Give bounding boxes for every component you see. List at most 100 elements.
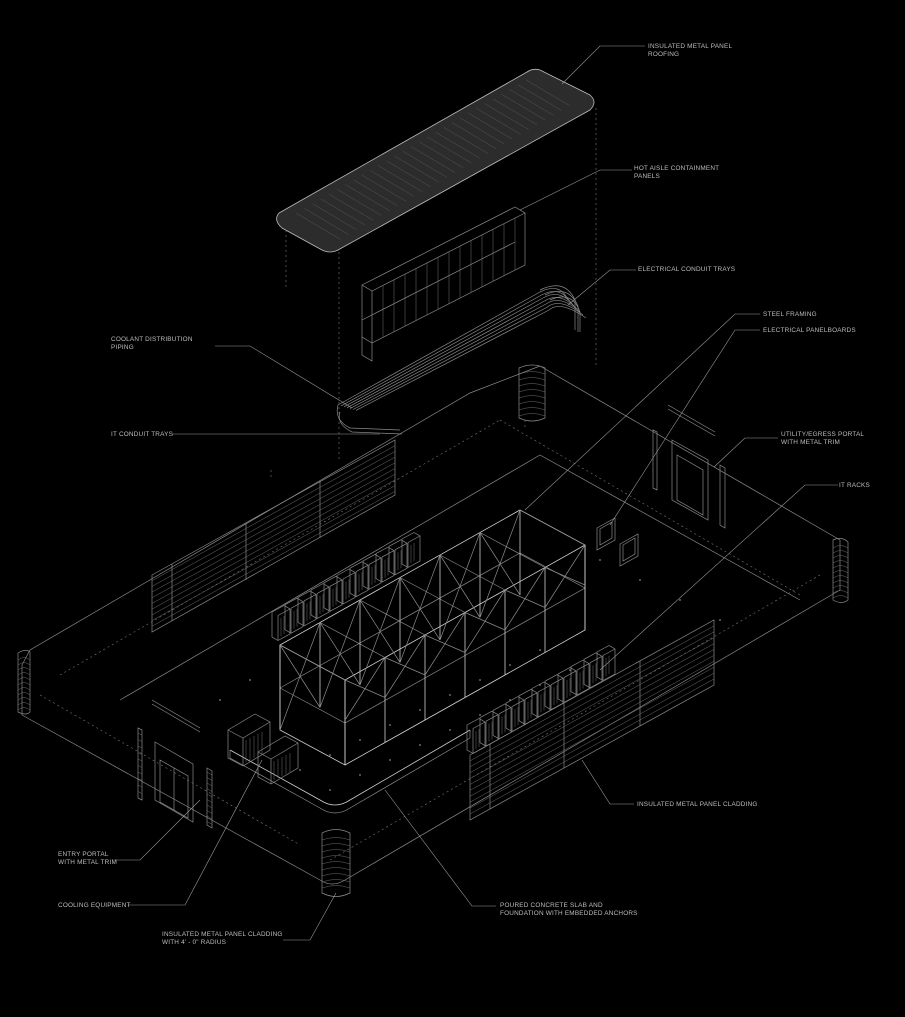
path-stroke xyxy=(479,710,499,747)
anchor-dot xyxy=(359,739,361,741)
path-stroke xyxy=(518,401,546,405)
label-cooling: COOLING EQUIPMENT xyxy=(58,902,131,910)
path-stroke xyxy=(596,645,616,681)
path-stroke xyxy=(17,707,31,711)
path-stroke xyxy=(323,575,343,612)
line-stroke xyxy=(206,804,213,809)
line-stroke xyxy=(511,699,525,707)
path-stroke xyxy=(321,885,351,889)
line-stroke xyxy=(378,165,423,192)
line-stroke xyxy=(151,451,396,587)
label-entry-portal-line-2: WITH METAL TRIM xyxy=(58,859,117,866)
line-stroke xyxy=(424,612,466,676)
label-cladding-line-1: INSULATED METAL PANEL CLADDING xyxy=(637,801,758,808)
line-stroke xyxy=(602,648,616,656)
line-stroke xyxy=(469,649,715,785)
line-stroke xyxy=(504,567,546,631)
roof-panel xyxy=(276,68,595,253)
path-stroke xyxy=(321,855,351,859)
label-steel-framing-line-1: STEEL FRAMING xyxy=(763,311,817,318)
line-stroke xyxy=(509,89,554,116)
line-stroke xyxy=(469,661,715,797)
label-steel-framing: STEEL FRAMING xyxy=(763,311,817,319)
line-stroke xyxy=(151,479,396,616)
line-stroke xyxy=(469,666,715,803)
path-stroke xyxy=(17,692,31,696)
line-stroke xyxy=(206,799,213,803)
line-stroke xyxy=(206,810,213,814)
line-stroke xyxy=(359,599,426,636)
path-stroke xyxy=(271,605,291,641)
path-stroke xyxy=(832,590,849,594)
label-utility-portal: UTILITY/EGRESS PORTAL WITH METAL TRIM xyxy=(781,431,864,447)
line-stroke xyxy=(206,782,213,787)
label-it-racks: IT RACKS xyxy=(839,482,870,490)
line-stroke xyxy=(468,112,513,140)
line-stroke xyxy=(137,778,143,781)
line-stroke xyxy=(329,579,343,587)
line-stroke xyxy=(359,577,401,686)
path-stroke xyxy=(336,568,356,605)
label-slab: POURED CONCRETE SLAB AND FOUNDATION WITH… xyxy=(500,902,638,918)
line-stroke xyxy=(277,608,291,616)
line-stroke xyxy=(137,784,143,788)
anchor-dot xyxy=(389,724,391,726)
anchor-dot xyxy=(479,714,481,716)
label-utility-portal-line-2: WITH METAL TRIM xyxy=(781,439,840,446)
path-stroke xyxy=(310,583,330,620)
path-stroke xyxy=(17,672,31,676)
line-stroke xyxy=(137,752,143,755)
path-stroke xyxy=(583,652,603,689)
anchor-dot xyxy=(449,694,451,696)
line-stroke xyxy=(337,189,382,216)
path-stroke xyxy=(832,580,849,584)
line-stroke xyxy=(498,707,512,715)
path-stroke xyxy=(388,539,408,576)
cladding-wall-right xyxy=(469,619,715,821)
path-stroke xyxy=(349,300,581,409)
line-stroke xyxy=(319,599,361,708)
label-hot-aisle: HOT AISLE CONTAINMENT PANELS xyxy=(634,165,719,181)
path-stroke xyxy=(832,565,849,569)
label-slab-line-1: POURED CONCRETE SLAB AND xyxy=(500,902,603,909)
line-stroke xyxy=(394,542,408,551)
label-it-racks-line-1: IT RACKS xyxy=(839,482,870,489)
label-panelboards: ELECTRICAL PANELBOARDS xyxy=(763,327,856,335)
label-hot-aisle-line-2: PANELS xyxy=(634,173,660,180)
path-stroke xyxy=(832,560,849,564)
line-stroke xyxy=(320,198,365,226)
line-stroke xyxy=(303,594,317,602)
line-stroke xyxy=(151,485,396,621)
line-stroke xyxy=(206,788,213,792)
line-stroke xyxy=(206,771,213,776)
line-stroke xyxy=(485,714,499,722)
line-stroke xyxy=(137,739,143,742)
line-stroke xyxy=(544,544,586,608)
anchor-dot xyxy=(329,789,331,791)
path-stroke xyxy=(349,561,369,598)
line-stroke xyxy=(279,644,346,681)
anchor-dot xyxy=(419,744,421,746)
path-stroke xyxy=(346,297,578,409)
line-stroke xyxy=(484,103,529,130)
path-stroke xyxy=(321,843,351,847)
path-stroke xyxy=(466,718,486,754)
line-stroke xyxy=(537,685,551,693)
path-stroke xyxy=(544,674,564,711)
line-stroke xyxy=(399,554,441,663)
line-stroke xyxy=(386,160,431,188)
path-stroke xyxy=(362,553,382,590)
line-stroke xyxy=(316,586,330,594)
label-utility-portal-line-1: UTILITY/EGRESS PORTAL xyxy=(781,431,865,438)
line-stroke xyxy=(524,692,538,700)
path-stroke xyxy=(17,667,31,671)
line-stroke xyxy=(576,663,590,671)
line-stroke xyxy=(361,174,406,202)
corner-cylinder-front xyxy=(321,829,351,897)
line-stroke xyxy=(589,655,603,664)
line-stroke xyxy=(296,213,341,240)
hot-aisle-panels xyxy=(361,206,526,362)
line-stroke xyxy=(427,136,472,164)
corner-cylinder-left xyxy=(17,649,31,715)
path-stroke xyxy=(17,687,31,691)
